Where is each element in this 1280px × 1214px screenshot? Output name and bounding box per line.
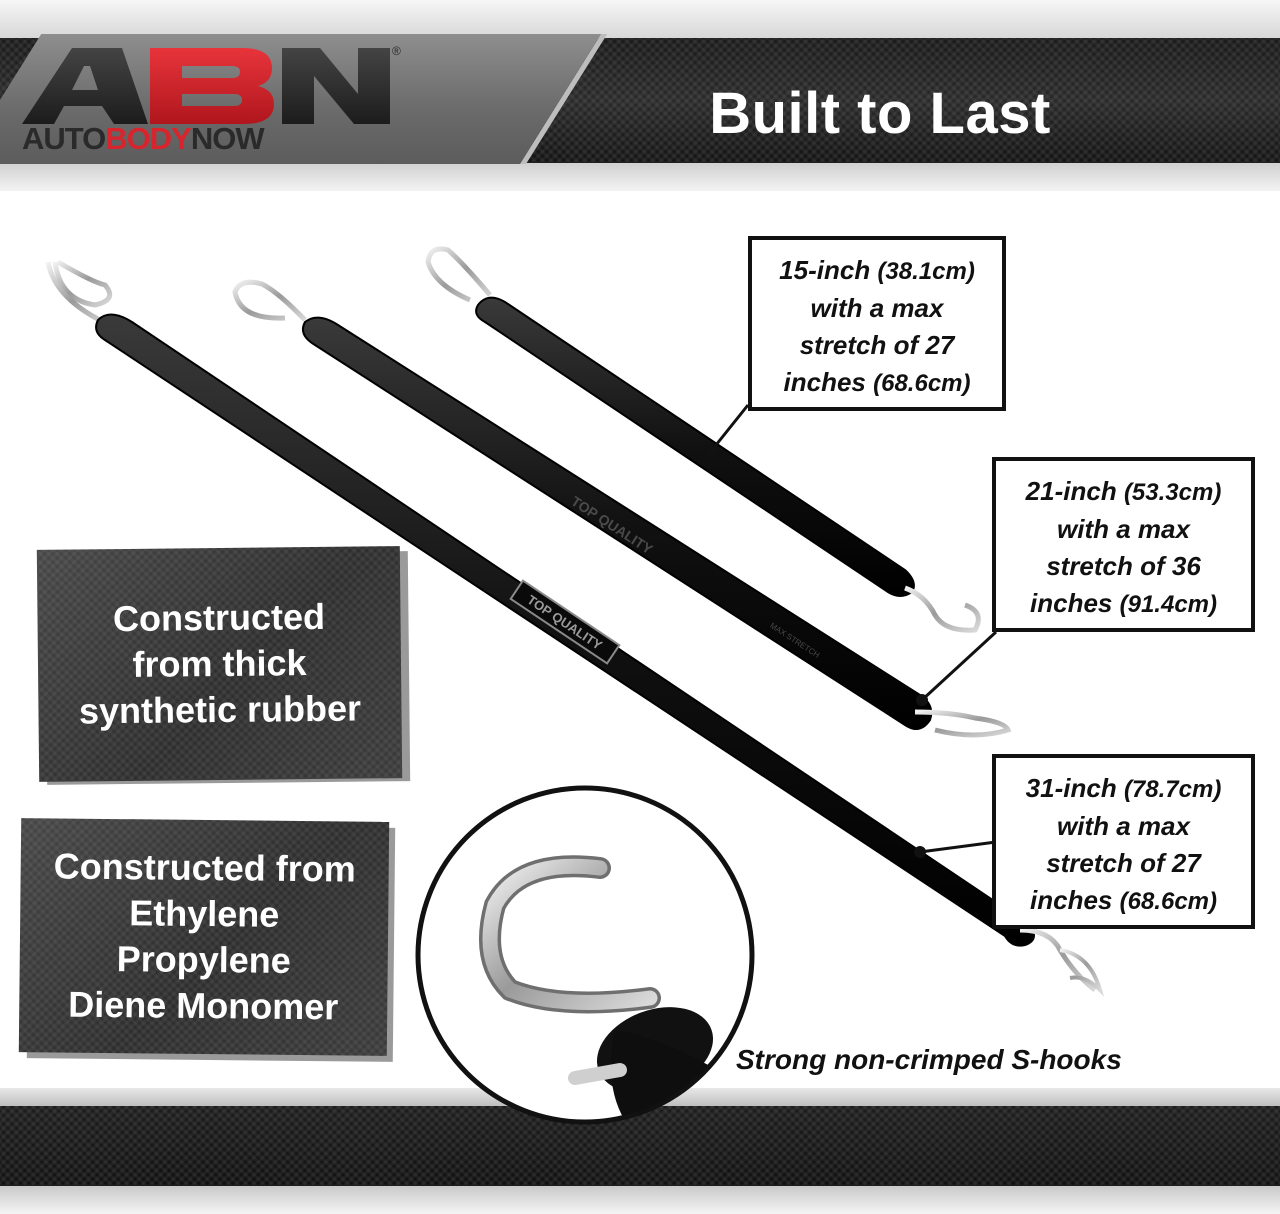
callout-15-line4b: (68.6cm) xyxy=(873,370,971,397)
feature-2-line2: Ethylene xyxy=(129,892,280,935)
spec-callout-31-inch: 31-inch (78.7cm) with a max stretch of 2… xyxy=(992,754,1255,929)
callout-31-line3: stretch of 27 xyxy=(1046,848,1201,878)
strap-15-top-hook xyxy=(425,246,492,303)
callout-15-line3: stretch of 27 xyxy=(799,330,955,360)
callout-31-line2: with a max xyxy=(1057,811,1190,841)
feature-1-line3: synthetic rubber xyxy=(78,687,362,732)
strap-31-top-hook xyxy=(52,259,113,308)
leader-line-15 xyxy=(710,404,750,451)
hook-caption: Strong non-crimped S-hooks xyxy=(736,1044,1122,1075)
brand-tag-auto: AUTO xyxy=(22,121,106,156)
strap-15-inch xyxy=(425,246,981,633)
feature-2-line1: Constructed from xyxy=(53,845,356,890)
leader-line-31 xyxy=(919,840,997,854)
feature-1-line2: from thick xyxy=(132,642,307,685)
feature-2-line4: Diene Monomer xyxy=(68,983,339,1028)
registered-mark: ® xyxy=(392,44,401,58)
leader-line-21 xyxy=(920,630,998,702)
callout-21-line4b: (91.4cm) xyxy=(1119,591,1217,618)
callout-31-size: 31-inch xyxy=(1025,773,1117,803)
callout-21-size: 21-inch xyxy=(1025,476,1117,506)
strap-21-top-hook xyxy=(232,279,307,322)
brand-logo: ® AUTOBODYNOW xyxy=(20,44,401,159)
callout-21-metric: (53.3cm) xyxy=(1123,479,1222,506)
callout-31-line4b: (68.6cm) xyxy=(1119,888,1217,915)
feature-1-line1: Constructed xyxy=(112,595,326,640)
strap-21-bottom-hook xyxy=(914,709,1012,738)
callout-15-size: 15-inch xyxy=(779,255,871,285)
abn-letters-logo xyxy=(22,48,390,124)
callout-21-line4a: inches xyxy=(1030,588,1113,618)
footer-bottom-bevel xyxy=(0,1186,1280,1214)
strap-31-inch: TOP QUALITY xyxy=(45,259,1105,997)
callout-15-line2: with a max xyxy=(810,293,944,323)
hook-zoom-circle xyxy=(415,785,755,1125)
spec-callout-21-inch: 21-inch (53.3cm) with a max stretch of 3… xyxy=(992,457,1255,632)
spec-callout-15-inch: 15-inch (38.1cm) with a max stretch of 2… xyxy=(748,236,1006,411)
strap-15-bottom-hook xyxy=(904,585,981,633)
brand-tagline: AUTOBODYNOW xyxy=(22,121,265,156)
feature-panel-rubber: Constructed from thick synthetic rubber xyxy=(36,546,403,782)
page-title: Built to Last xyxy=(709,81,1051,146)
callout-15-metric: (38.1cm) xyxy=(877,258,975,285)
callout-21-line2: with a max xyxy=(1057,514,1190,544)
feature-2-line3: Propylene xyxy=(116,938,291,981)
callout-21-line3: stretch of 36 xyxy=(1046,551,1201,581)
header-top-bevel xyxy=(0,0,1280,38)
callout-31-metric: (78.7cm) xyxy=(1123,776,1222,803)
footer-carbon-band xyxy=(0,1106,1280,1186)
brand-tag-body: BODY xyxy=(105,121,192,156)
feature-panel-epdm: Constructed from Ethylene Propylene Dien… xyxy=(18,818,390,1056)
brand-tag-now: NOW xyxy=(190,121,265,156)
callout-15-line4a: inches xyxy=(783,367,866,397)
callout-31-line4a: inches xyxy=(1030,885,1113,915)
header-bottom-bevel xyxy=(0,163,1280,191)
